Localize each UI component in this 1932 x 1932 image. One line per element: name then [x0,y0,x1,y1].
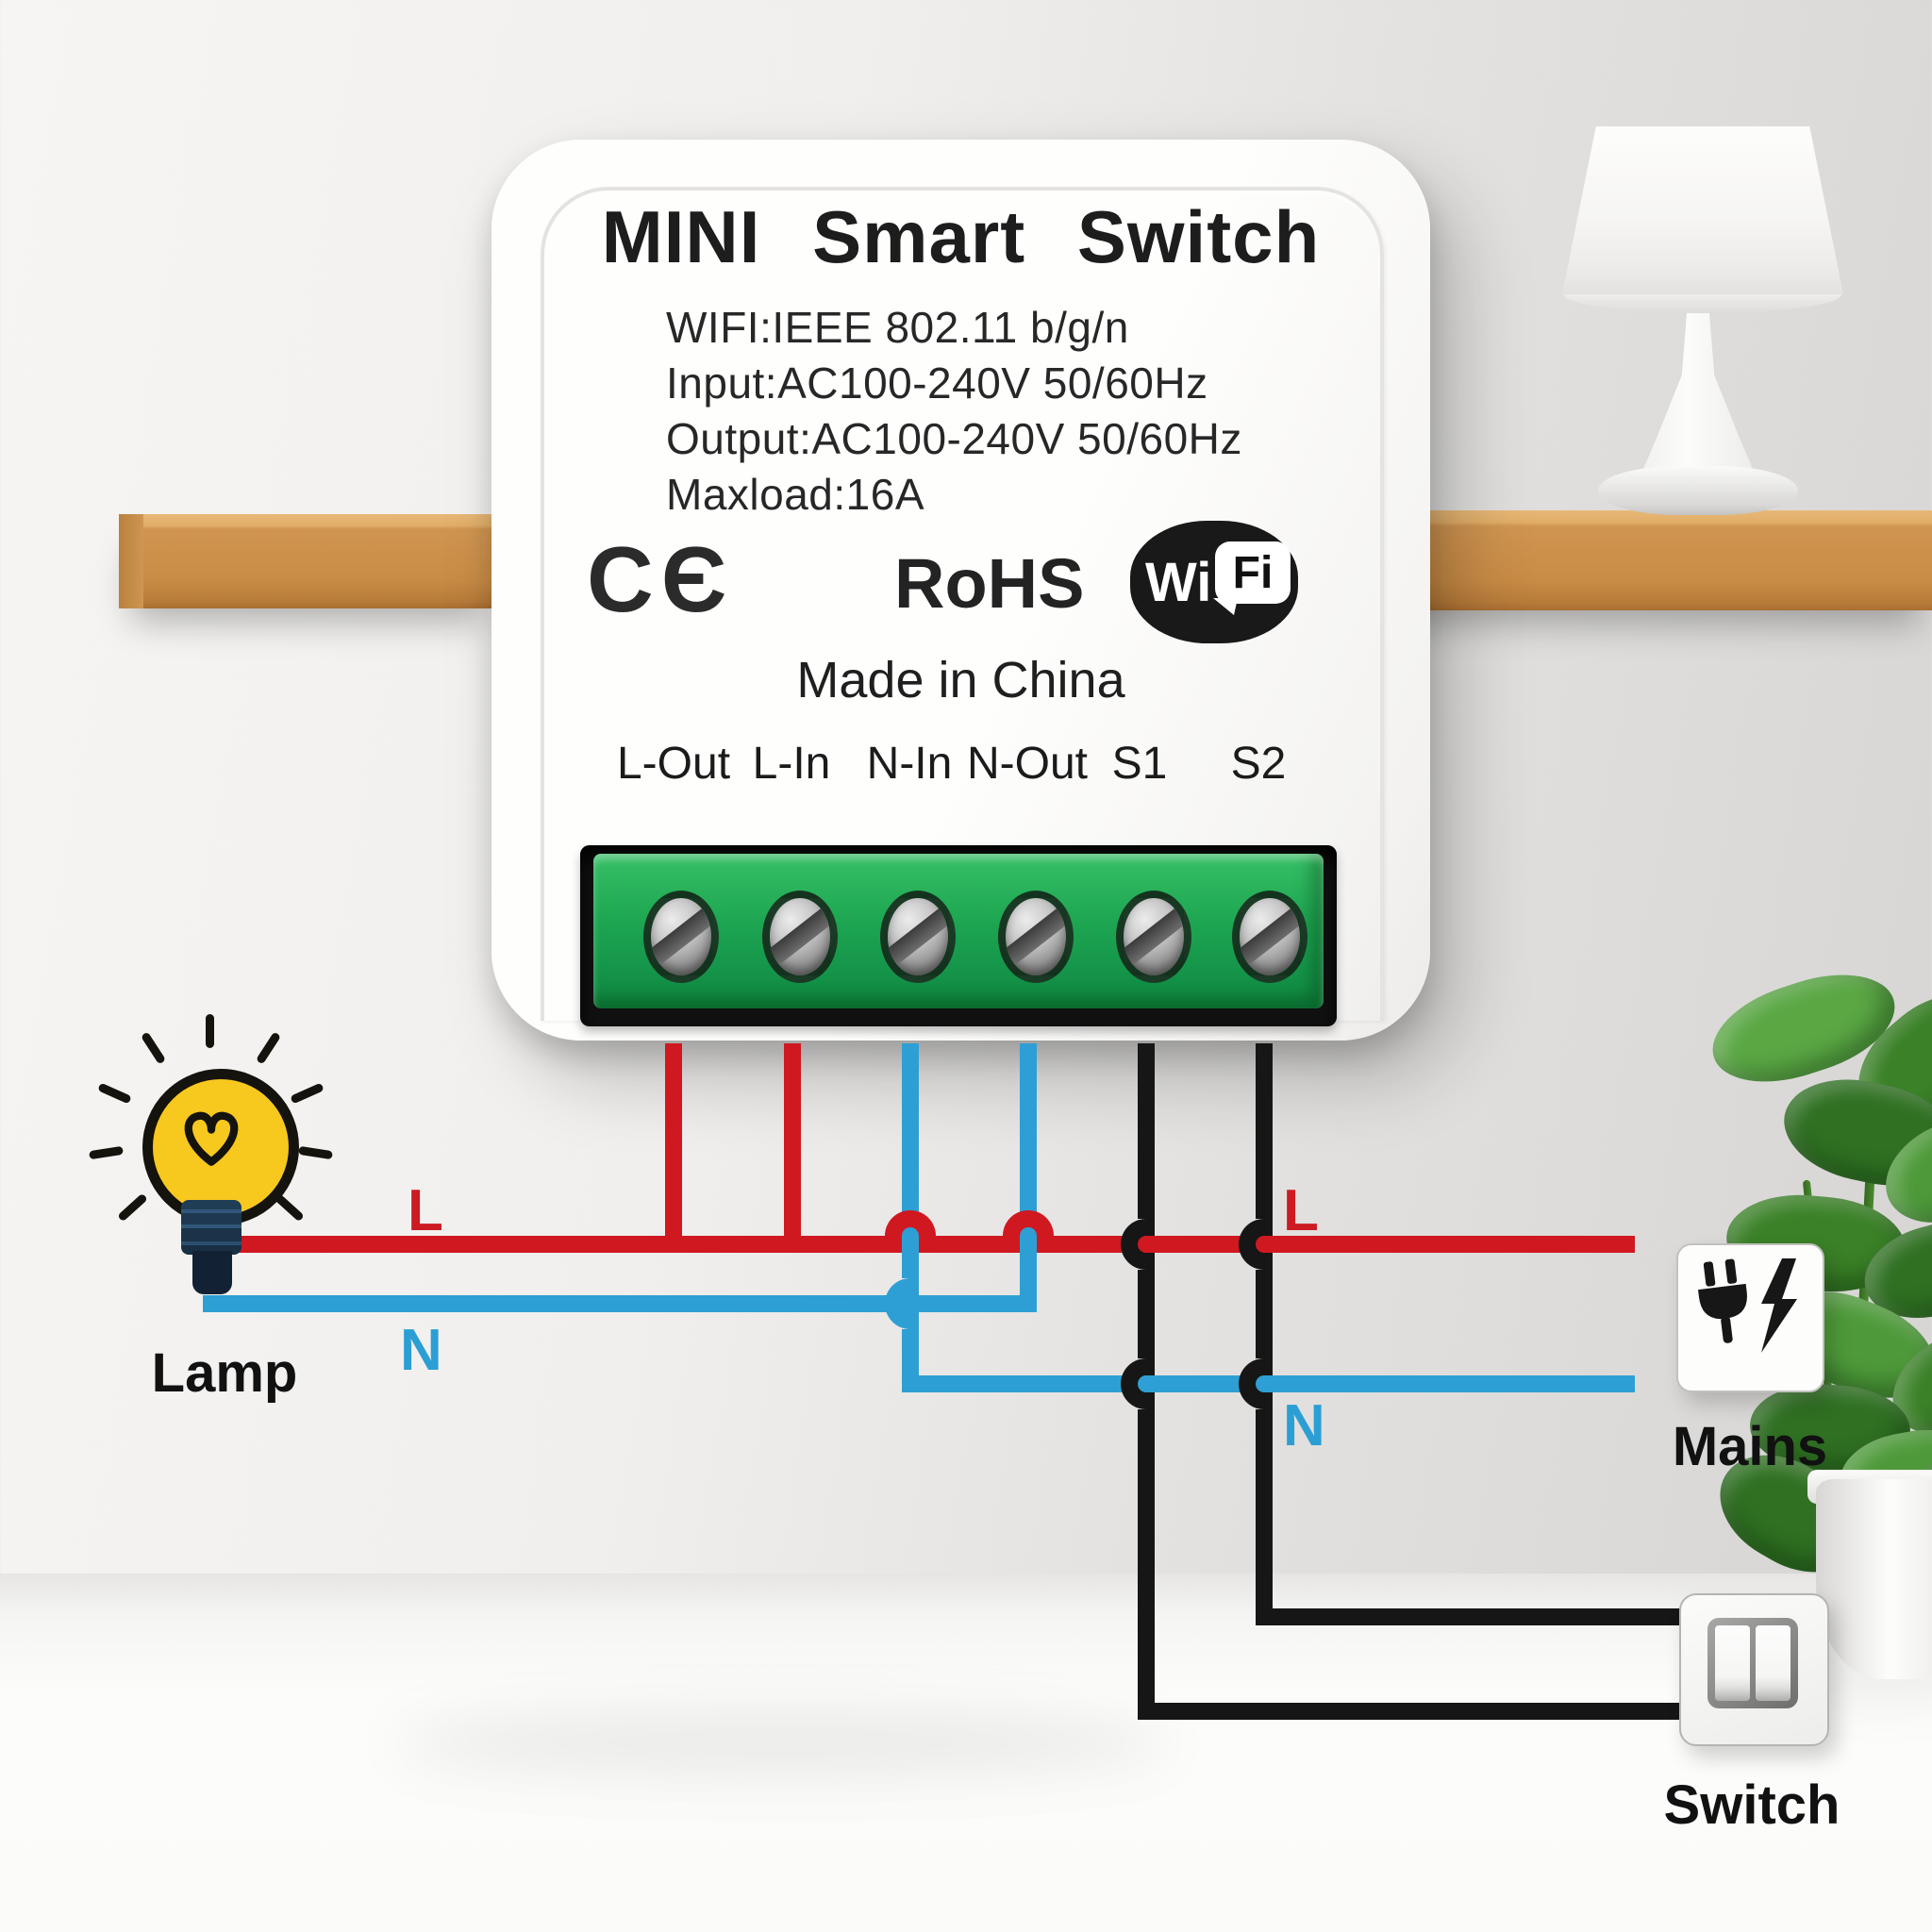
mains-label: Mains [1672,1416,1828,1477]
device-title: MINI Smart Switch [601,195,1321,278]
screw-icon [1232,891,1307,983]
wifi-logo-fi-text: Fi [1232,548,1274,598]
wire-s2-vertical [1256,1409,1273,1625]
screw-icon [880,891,956,983]
terminal-label-n-out: N-Out [966,739,1089,789]
desk-lamp-stem [1639,300,1757,479]
wifi-logo-bubble: Fi [1213,541,1291,615]
wire-s2-hop [1239,1219,1273,1270]
wire-s2-vertical [1256,1043,1273,1219]
ce-mark-icon: CЄ [587,527,735,631]
wire-l-out-vertical [665,1043,682,1253]
wire-s1-vertical [1138,1409,1155,1720]
spec-input: Input:AC100-240V 50/60Hz [666,358,1208,408]
bulb-cap [181,1200,242,1255]
ray [298,1145,333,1160]
bulb-filament [184,1111,239,1166]
wire-lamp-neutral-horizontal [203,1295,1037,1312]
wire-s1-hop [1121,1358,1155,1409]
desk-lamp-shade [1562,126,1843,294]
device-specs: WIFI:IEEE 802.11 b/g/n Input:AC100-240V … [666,300,1242,523]
ray [97,1082,132,1105]
wire-s1-vertical [1138,1270,1155,1358]
wire-s1-vertical [1138,1043,1155,1219]
wire-s2-hop [1239,1358,1273,1409]
rohs-mark: RoHS [894,544,1085,623]
wire-l-in-vertical [784,1043,801,1253]
terminal-label-l-out: L-Out [616,739,731,789]
spec-wifi: WIFI:IEEE 802.11 b/g/n [666,303,1129,352]
mains-live-letter: L [1283,1178,1319,1243]
lamp-label: Lamp [151,1342,298,1404]
wire-live-hop [885,1210,936,1253]
desk-lamp-base [1598,466,1798,515]
mains-icon [1676,1243,1824,1392]
rocker-button [1715,1625,1750,1701]
wire-live-horizontal [1054,1236,1635,1253]
wooden-shelf-left [119,514,496,608]
wire-s2-vertical [1256,1270,1273,1358]
terminal-label-l-in: L-In [752,739,831,789]
rocker-button [1756,1625,1790,1701]
wire-s1-hop [1121,1219,1155,1270]
wifi-logo-icon: Wi Fi [1130,521,1298,643]
wooden-shelf-right [1370,510,1932,610]
switch-label: Switch [1663,1774,1840,1836]
ray [89,1145,124,1160]
ray [206,1014,214,1048]
spec-output: Output:AC100-240V 50/60Hz [666,414,1242,463]
bulb-glass [142,1069,299,1225]
wire-live-horizontal [238,1236,885,1253]
plant-pot [1816,1479,1932,1679]
table-surface [0,1574,1932,1932]
surface-shadow [396,1709,1170,1775]
plug-and-lightning-icon [1698,1258,1797,1353]
screw-icon [1116,891,1191,983]
ray [117,1192,148,1223]
ray [255,1031,282,1065]
wall-switch-icon [1679,1593,1829,1746]
screw-icon [762,891,838,983]
wire-live-horizontal [936,1236,1003,1253]
screw-icon [643,891,719,983]
wire-live-hop [1003,1210,1054,1253]
ray [290,1082,325,1105]
bulb-tip [192,1251,232,1294]
screw-icon [998,891,1074,983]
spec-maxload: Maxload:16A [666,470,924,519]
terminal-label-s1: S1 [1111,739,1168,789]
made-in-label: Made in China [796,652,1125,708]
lamp-live-letter: L [408,1178,443,1243]
ray [140,1031,167,1065]
terminal-label-s2: S2 [1230,739,1287,789]
wire-n-out-vertical [1020,1043,1037,1312]
wire-s1-horizontal [1138,1703,1732,1720]
wifi-logo-wi-text: Wi [1145,552,1212,613]
lamp-neutral-letter: N [400,1318,442,1383]
terminal-label-n-in: N-In [866,739,953,789]
mains-neutral-letter: N [1283,1393,1325,1458]
rocker-frame [1707,1618,1798,1708]
wire-s2-horizontal [1256,1608,1732,1625]
device-inner-groove [541,187,1384,1021]
